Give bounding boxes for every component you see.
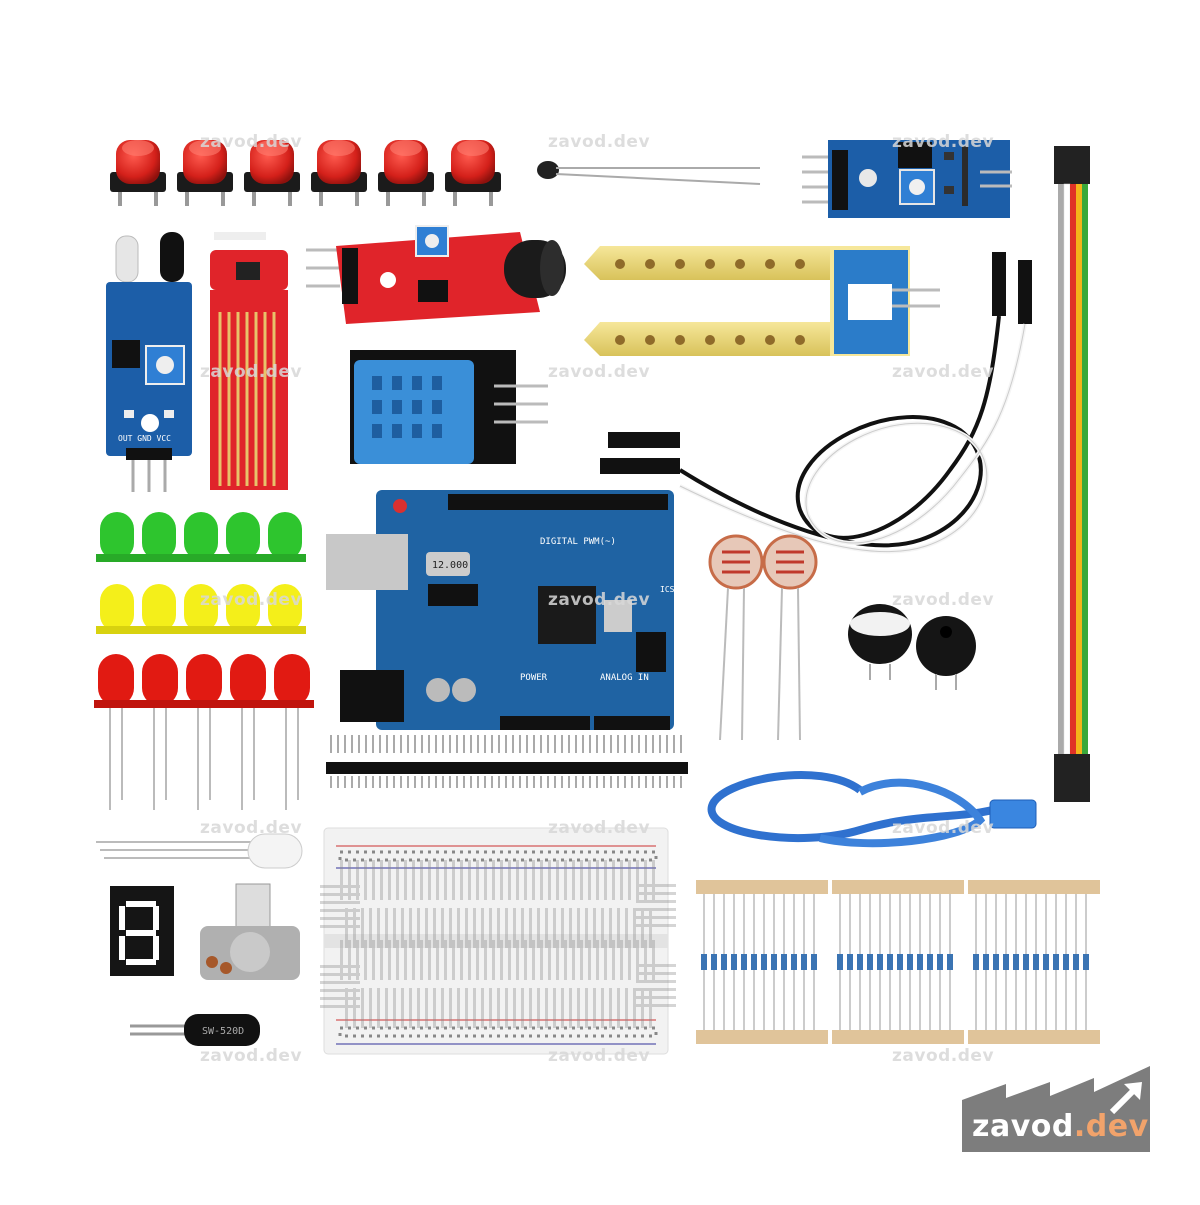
watermark: zavod.dev <box>200 362 303 382</box>
led-array <box>94 512 315 811</box>
resistor-strips <box>696 879 1101 1045</box>
thermistor <box>537 161 761 185</box>
watermark: zavod.dev <box>892 818 995 838</box>
watermark: zavod.dev <box>200 132 303 152</box>
watermark: zavod.dev <box>200 1046 303 1066</box>
analog-header-label: ANALOG IN <box>600 673 649 683</box>
watermark: zavod.dev <box>200 818 303 838</box>
soil-moisture-probe <box>584 246 940 356</box>
sound-sensor-module <box>306 225 566 324</box>
relay-sensor-module <box>802 140 1012 218</box>
watermark: zavod.dev <box>200 590 303 610</box>
breadboard <box>320 827 676 1055</box>
watermark: zavod.dev <box>548 818 651 838</box>
watermark: zavod.dev <box>892 362 995 382</box>
watermark: zavod.dev <box>548 590 651 610</box>
zavod-logo: zavod.dev <box>962 1066 1150 1152</box>
buzzers <box>848 604 976 690</box>
crystal-label: 12.000 <box>432 560 468 571</box>
photoresistors <box>708 534 818 741</box>
logo-tld: .dev <box>1073 1109 1149 1144</box>
jumper-wire-pair <box>600 252 1032 554</box>
usb-cable <box>707 770 1037 848</box>
icsp-label: ICSP <box>660 585 679 594</box>
ir-pins-label: OUT GND VCC <box>118 434 171 443</box>
watermark: zavod.dev <box>548 362 651 382</box>
watermark: zavod.dev <box>548 132 651 152</box>
watermark: zavod.dev <box>892 1046 995 1066</box>
watermark: zavod.dev <box>892 590 995 610</box>
watermark: zavod.dev <box>892 132 995 152</box>
ir-obstacle-module: OUT GND VCC <box>106 232 192 492</box>
arduino-uno-board: 12.000 DIGITAL PWM(~) POWER ANALOG IN IC… <box>326 490 679 730</box>
digital-header-label: DIGITAL PWM(~) <box>540 537 616 547</box>
dupont-ribbon-cable <box>1054 146 1090 802</box>
seven-segment-display <box>110 886 174 976</box>
push-buttons <box>110 140 501 206</box>
tilt-switch-label: SW-520D <box>202 1026 244 1037</box>
tilt-switch: SW-520D <box>130 1014 260 1046</box>
pin-header-strip <box>326 735 688 788</box>
logo-name: zavod <box>972 1109 1074 1144</box>
factory-logo-icon <box>962 1066 1150 1152</box>
potentiometer <box>200 883 300 980</box>
rgb-led <box>96 833 303 869</box>
watermark: zavod.dev <box>548 1046 651 1066</box>
dht11-sensor <box>350 350 548 464</box>
power-header-label: POWER <box>520 673 548 683</box>
water-level-sensor <box>210 232 288 490</box>
